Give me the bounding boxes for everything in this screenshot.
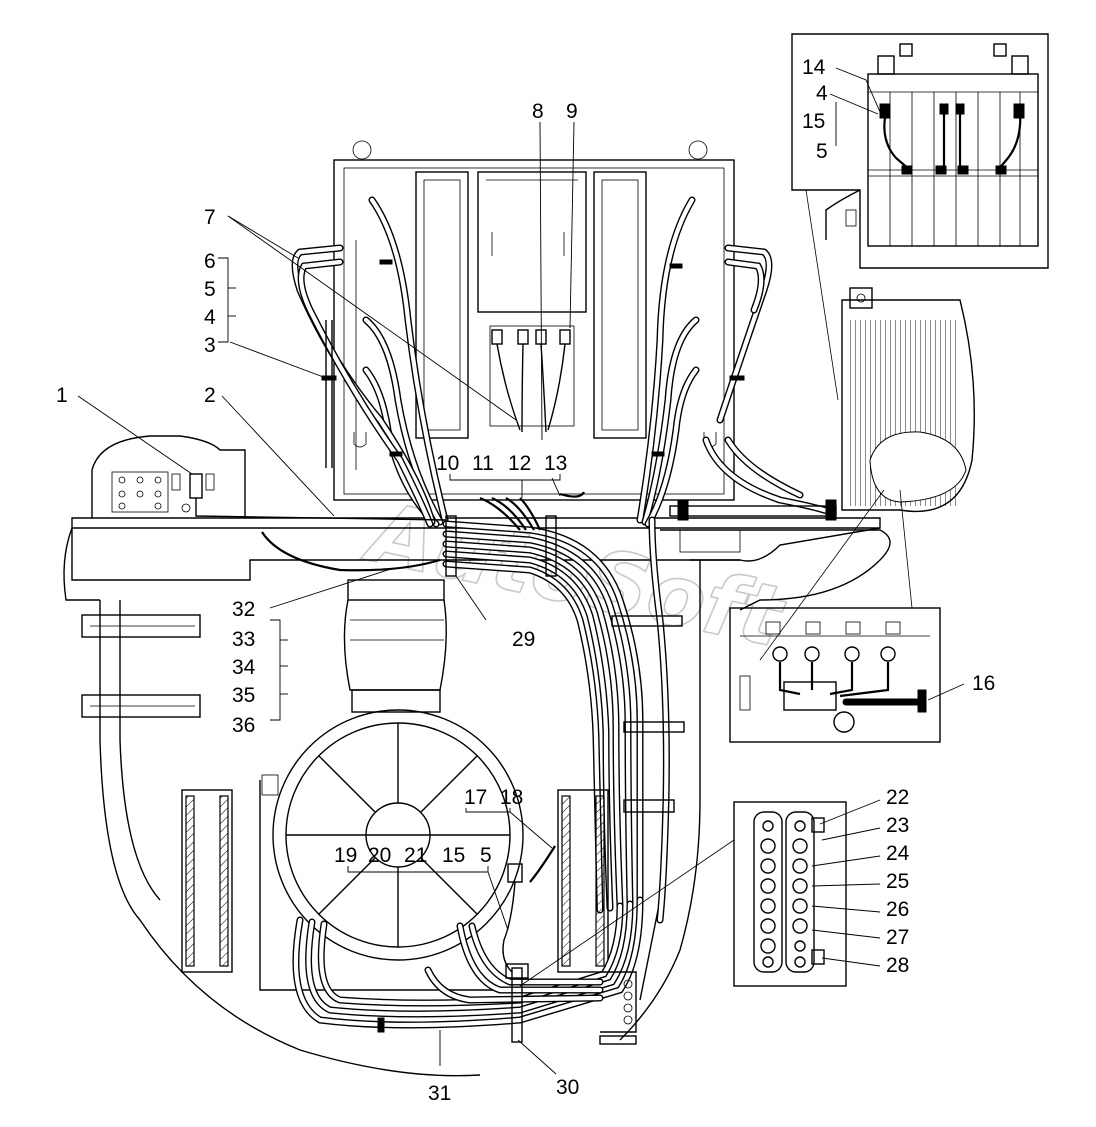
callout-29: 29 bbox=[512, 628, 535, 651]
callout-32: 32 bbox=[232, 598, 255, 621]
callout-35: 35 bbox=[232, 684, 255, 707]
callout-34: 34 bbox=[232, 656, 256, 679]
callout-2: 2 bbox=[204, 384, 216, 407]
callout-25: 25 bbox=[886, 870, 909, 893]
callout-24: 24 bbox=[886, 842, 910, 865]
callout-22: 22 bbox=[886, 786, 909, 809]
callout-27: 27 bbox=[886, 926, 909, 949]
battery-box bbox=[333, 140, 735, 501]
callout-4: 4 bbox=[204, 306, 216, 329]
callout-21: 21 bbox=[404, 844, 427, 867]
callout-4-inset: 4 bbox=[816, 82, 828, 105]
callout-31: 31 bbox=[428, 1082, 451, 1105]
lower-harness bbox=[292, 845, 659, 1045]
callout-20: 20 bbox=[368, 844, 391, 867]
main-harness bbox=[189, 473, 685, 924]
right-filter-unit bbox=[841, 287, 975, 513]
leader-lines bbox=[77, 67, 965, 1075]
callout-5-inset: 5 bbox=[816, 140, 828, 163]
callout-28: 28 bbox=[886, 954, 909, 977]
callout-26: 26 bbox=[886, 898, 909, 921]
callout-15-inset: 15 bbox=[802, 110, 825, 133]
inset-battery-detail bbox=[791, 33, 1049, 401]
inset-connector-detail bbox=[729, 489, 941, 743]
callout-5-lower: 5 bbox=[480, 844, 492, 867]
callout-30: 30 bbox=[556, 1076, 579, 1099]
callout-17: 17 bbox=[464, 786, 487, 809]
callout-13: 13 bbox=[544, 452, 567, 475]
callout-3: 3 bbox=[204, 334, 216, 357]
callout-16: 16 bbox=[972, 672, 995, 695]
callout-23: 23 bbox=[886, 814, 909, 837]
callout-18: 18 bbox=[500, 786, 523, 809]
callout-10: 10 bbox=[436, 452, 459, 475]
callout-7: 7 bbox=[204, 206, 216, 229]
callout-8: 8 bbox=[532, 100, 544, 123]
callout-15-lower: 15 bbox=[442, 844, 465, 867]
right-cable-bundle bbox=[636, 196, 837, 528]
left-cable-bundle bbox=[291, 196, 449, 528]
callout-6: 6 bbox=[204, 250, 216, 273]
side-radiators bbox=[181, 789, 609, 973]
callout-labels: 1 2 3 4 5 6 7 8 9 10 11 12 13 14 4 15 5 … bbox=[56, 56, 995, 1105]
callout-9: 9 bbox=[566, 100, 578, 123]
callout-19: 19 bbox=[334, 844, 357, 867]
callout-36: 36 bbox=[232, 714, 255, 737]
callout-5: 5 bbox=[204, 278, 216, 301]
chassis-outline bbox=[63, 435, 891, 1077]
inset-terminal-block bbox=[519, 801, 847, 987]
callout-12: 12 bbox=[508, 452, 531, 475]
callout-33: 33 bbox=[232, 628, 255, 651]
callout-11: 11 bbox=[472, 452, 494, 475]
callout-1: 1 bbox=[56, 384, 68, 407]
callout-14: 14 bbox=[802, 56, 826, 79]
